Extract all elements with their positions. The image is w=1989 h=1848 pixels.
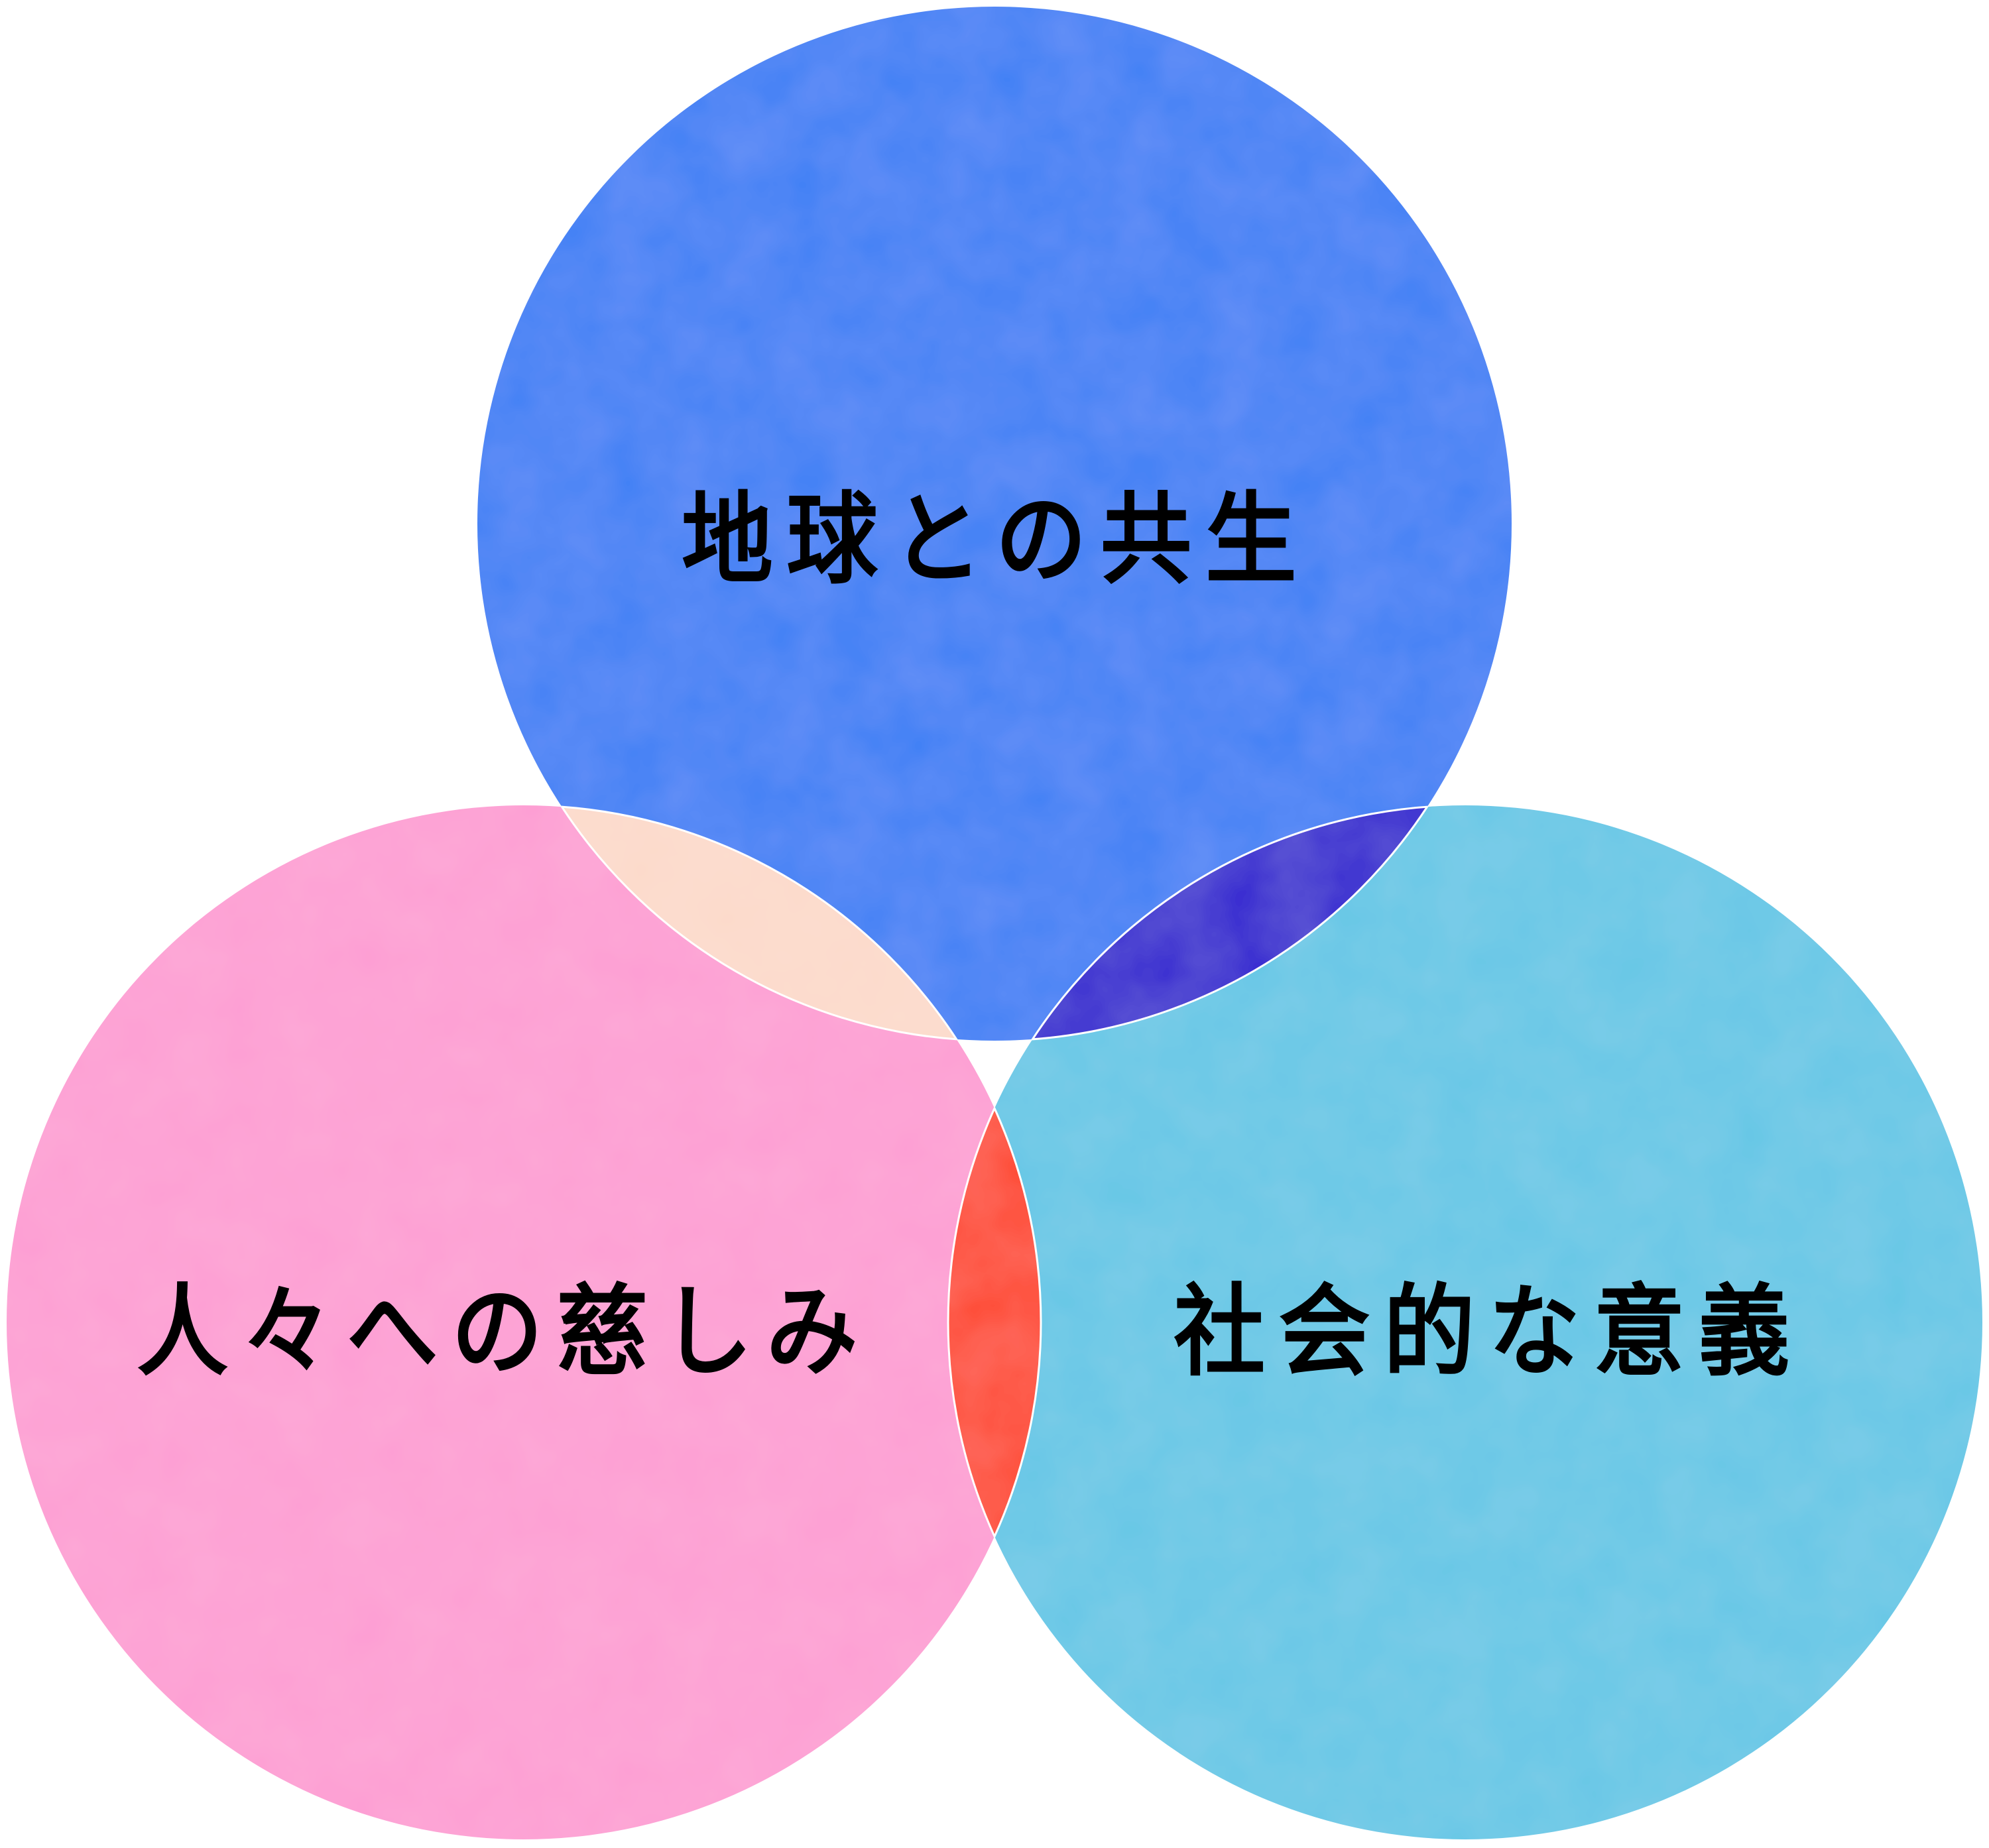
label-compassion: 人々への慈しみ: [137, 1275, 871, 1390]
circle-social-significance: [948, 805, 1982, 1839]
label-social-significance: 社会的な意義: [1174, 1275, 1803, 1390]
circle-compassion: [7, 805, 1041, 1839]
label-earth-coexistence: 地球との共生: [681, 483, 1311, 598]
circle-earth-coexistence: [477, 7, 1512, 1041]
